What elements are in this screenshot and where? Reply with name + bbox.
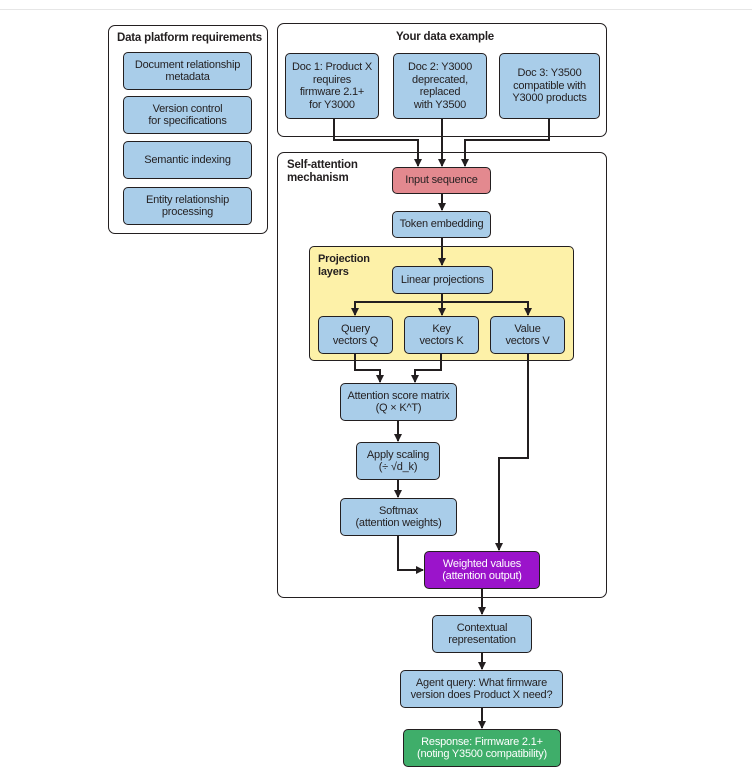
doc-2-box: Doc 2: Y3000 deprecated, replaced with Y… bbox=[393, 53, 487, 119]
doc-1-box: Doc 1: Product X requires firmware 2.1+ … bbox=[285, 53, 379, 119]
weighted-values-box: Weighted values (attention output) bbox=[424, 551, 540, 589]
requirements-title: Data platform requirements bbox=[117, 32, 262, 44]
requirement-entity-processing: Entity relationship processing bbox=[123, 187, 252, 225]
attention-score-matrix-box: Attention score matrix (Q × K^T) bbox=[340, 383, 457, 421]
requirement-document-metadata: Document relationship metadata bbox=[123, 52, 252, 90]
value-vectors-box: Value vectors V bbox=[490, 316, 565, 354]
query-vectors-box: Query vectors Q bbox=[318, 316, 393, 354]
softmax-box: Softmax (attention weights) bbox=[340, 498, 457, 536]
response-box: Response: Firmware 2.1+ (noting Y3500 co… bbox=[403, 729, 561, 767]
input-sequence-box: Input sequence bbox=[392, 167, 491, 194]
agent-query-box: Agent query: What firmware version does … bbox=[400, 670, 563, 708]
doc-3-box: Doc 3: Y3500 compatible with Y3000 produ… bbox=[499, 53, 600, 119]
top-divider bbox=[0, 9, 752, 10]
requirement-version-control: Version control for specifications bbox=[123, 96, 252, 134]
contextual-representation-box: Contextual representation bbox=[432, 615, 532, 653]
data-example-title: Your data example bbox=[396, 31, 495, 43]
apply-scaling-box: Apply scaling (÷ √d_k) bbox=[356, 442, 440, 480]
self-attention-title: Self-attention mechanism bbox=[287, 159, 358, 184]
key-vectors-box: Key vectors K bbox=[404, 316, 479, 354]
token-embedding-box: Token embedding bbox=[392, 211, 491, 238]
projection-layers-title: Projection layers bbox=[318, 253, 370, 278]
requirement-semantic-indexing: Semantic indexing bbox=[123, 141, 252, 179]
linear-projections-box: Linear projections bbox=[392, 266, 493, 294]
